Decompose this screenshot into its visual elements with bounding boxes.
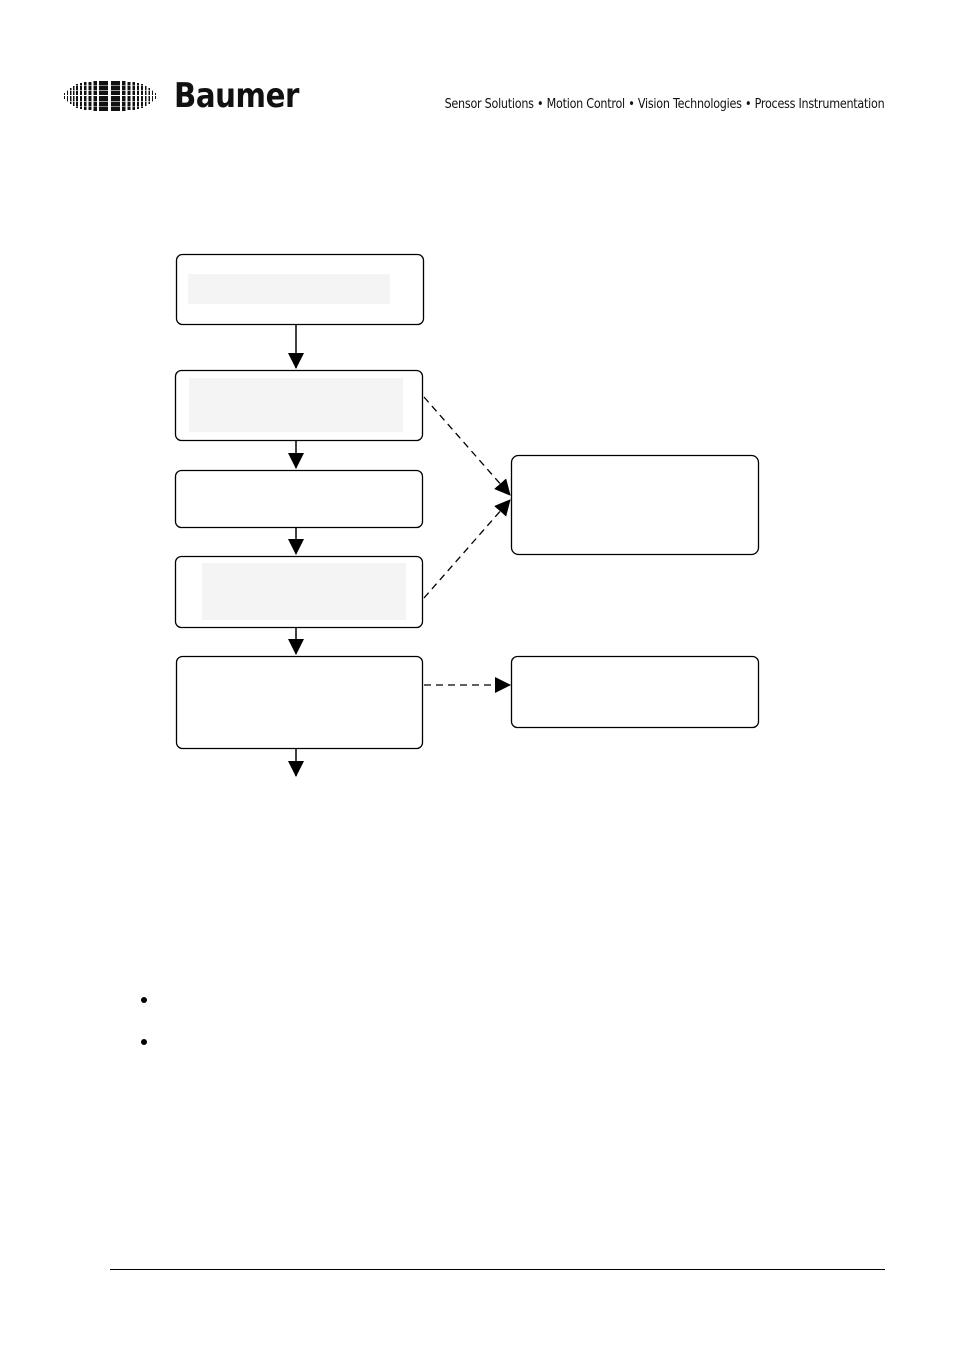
header-tagline: Sensor Solutions • Motion Control • Visi… xyxy=(444,97,884,112)
flow-node-step-5 xyxy=(175,655,424,750)
flow-node-step-2 xyxy=(174,369,424,442)
baumer-logo-mark-icon xyxy=(64,81,160,111)
bullet-dot-icon xyxy=(141,997,147,1003)
flow-node-step-4 xyxy=(174,555,424,629)
flow-node-step-1 xyxy=(175,253,425,326)
flow-node-step-3 xyxy=(174,469,424,529)
flowchart xyxy=(174,253,760,777)
brand-name: Baumer xyxy=(174,76,299,116)
flow-dashed-arrow-step2-side1 xyxy=(423,396,511,496)
footer-divider xyxy=(110,1269,885,1270)
bullet-dot-icon xyxy=(141,1039,147,1045)
flow-node-side-1 xyxy=(510,454,760,556)
brand-logo: Baumer xyxy=(64,76,319,116)
page-header: Baumer Sensor Solutions • Motion Control… xyxy=(0,0,954,140)
flow-node-side-2 xyxy=(510,655,760,729)
flow-dashed-arrow-step4-side1 xyxy=(423,499,511,599)
